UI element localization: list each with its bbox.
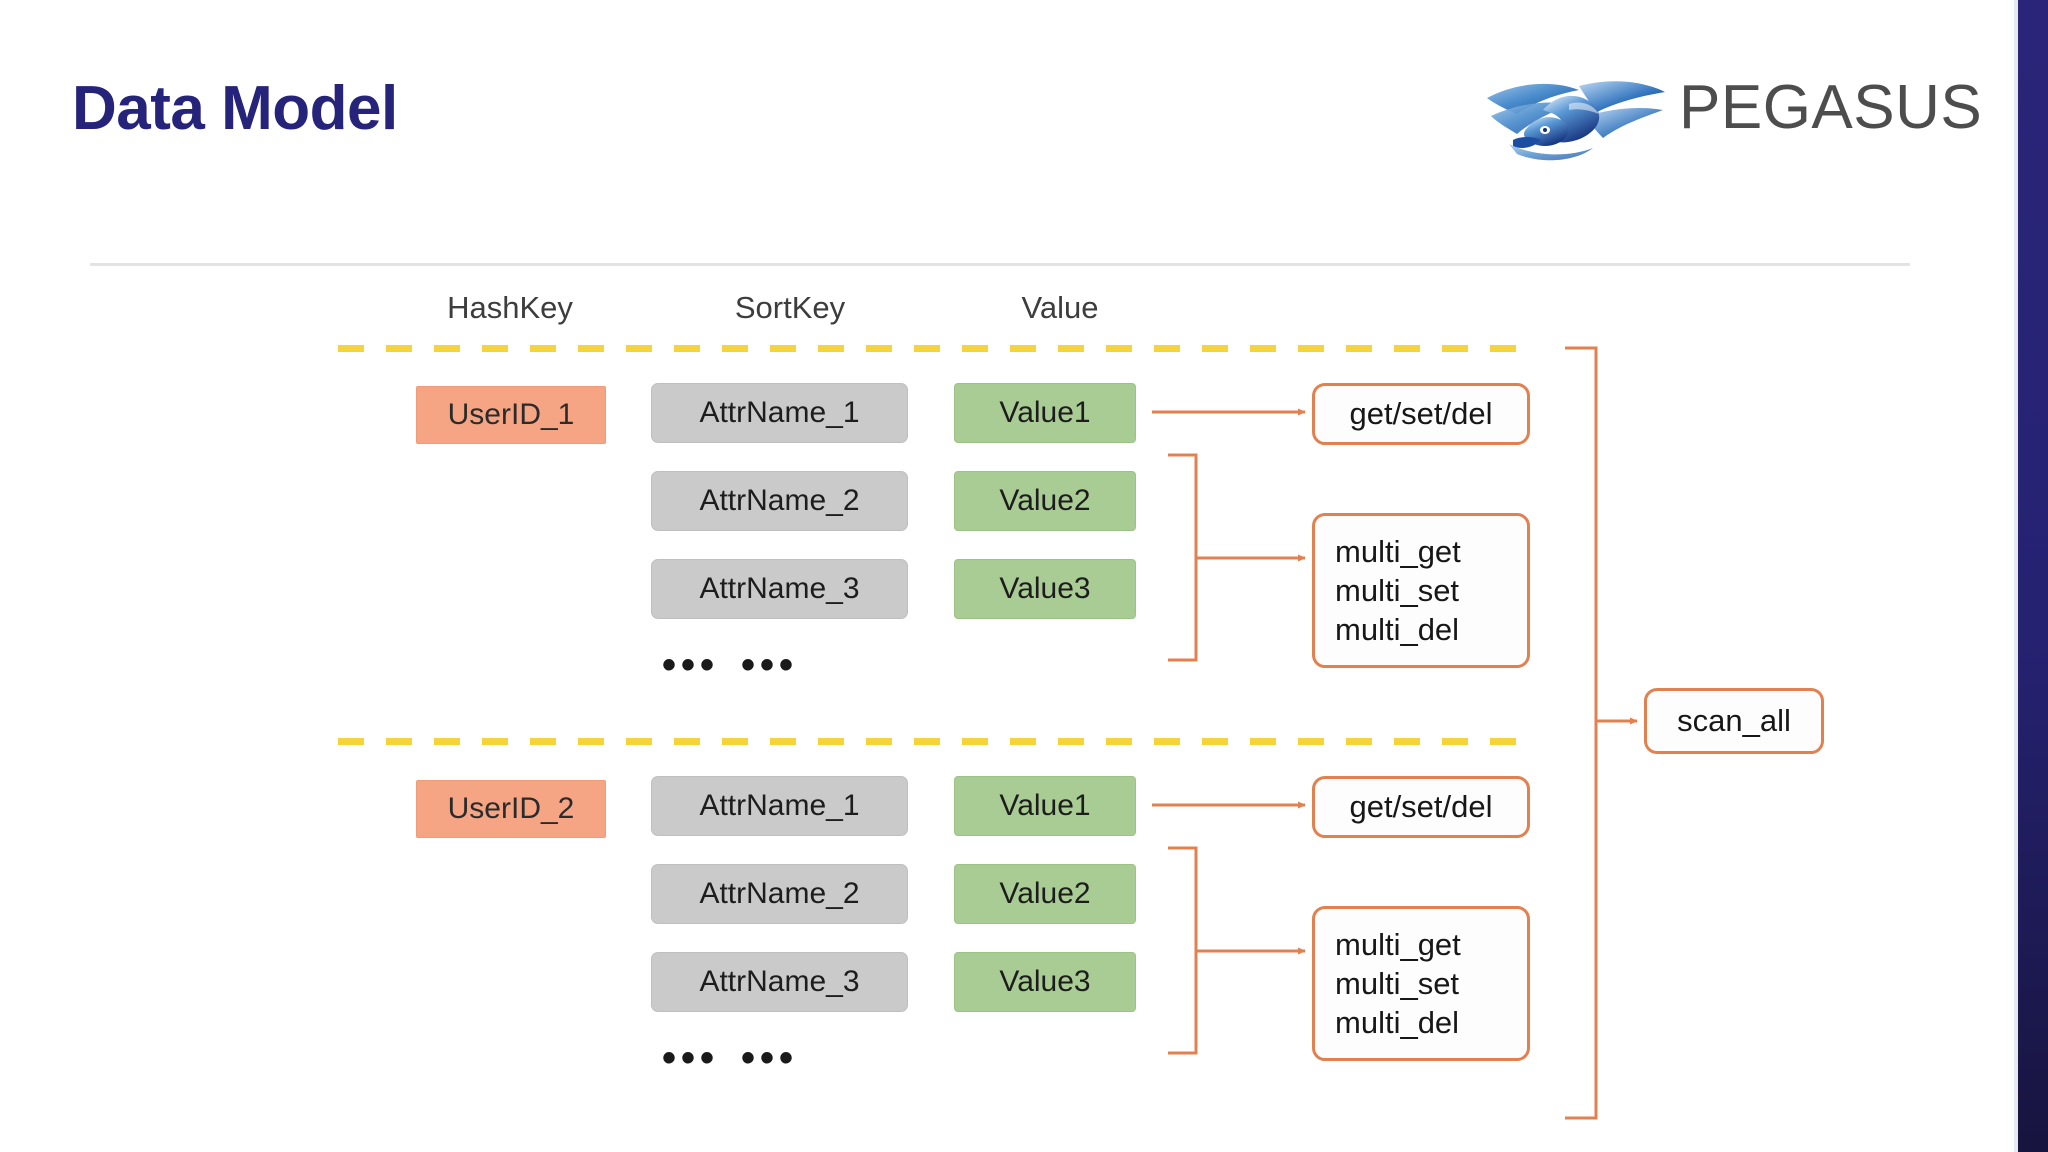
op-multi-box-2[interactable]: multi_get multi_set multi_del [1312,906,1530,1061]
op-multi-label-2-1: multi_get [1335,926,1461,962]
ellipsis-left-2: ••• [662,1036,720,1080]
brace-scan [1565,346,1598,1120]
brace-multi-1 [1168,453,1198,662]
op-multi-label-1-3: multi_del [1335,612,1460,648]
pegasus-logo-text: PEGASUS [1679,73,1983,142]
column-header-hashkey: HashKey [447,290,573,325]
sortkey-cell-1-3[interactable]: AttrName_3 [651,559,908,619]
op-multi-box-1[interactable]: multi_get multi_set multi_del [1312,513,1530,668]
hashkey-cell-2[interactable]: UserID_2 [416,780,606,838]
group-separator-middle [338,738,1528,745]
op-single-box-2[interactable]: get/set/del [1312,776,1530,838]
op-scan-label: scan_all [1677,703,1791,739]
sortkey-cell-1-2[interactable]: AttrName_2 [651,471,908,531]
ellipsis-row-2: ••• ••• [662,1038,798,1078]
sortkey-cell-2-1[interactable]: AttrName_1 [651,776,908,836]
op-single-label-2: get/set/del [1349,789,1493,825]
value-cell-1-1[interactable]: Value1 [954,383,1136,443]
value-cell-2-3[interactable]: Value3 [954,952,1136,1012]
value-cell-1-2[interactable]: Value2 [954,471,1136,531]
ellipsis-row-1: ••• ••• [662,645,798,685]
value-cell-2-2[interactable]: Value2 [954,864,1136,924]
op-single-box-1[interactable]: get/set/del [1312,383,1530,445]
op-single-label-1: get/set/del [1349,396,1493,432]
header-divider [90,263,1910,266]
brace-multi-2 [1168,846,1198,1055]
op-multi-label-2-2: multi_set [1335,965,1460,1001]
ellipsis-right-1: ••• [741,643,799,687]
column-header-value: Value [1021,290,1099,325]
value-cell-2-1[interactable]: Value1 [954,776,1136,836]
value-cell-1-3[interactable]: Value3 [954,559,1136,619]
group-separator-top [338,345,1528,352]
right-accent-bar [2018,0,2048,1152]
ellipsis-right-2: ••• [741,1036,799,1080]
column-header-sortkey: SortKey [734,290,846,325]
op-multi-label-1-2: multi_set [1335,572,1460,608]
op-multi-label-2-3: multi_del [1335,1005,1460,1041]
sortkey-cell-2-3[interactable]: AttrName_3 [651,952,908,1012]
right-bar-hairline [2014,0,2018,1152]
hashkey-cell-1[interactable]: UserID_1 [416,386,606,444]
pegasus-bird-icon [1487,81,1665,161]
sortkey-cell-2-2[interactable]: AttrName_2 [651,864,908,924]
op-scan-box[interactable]: scan_all [1644,688,1824,754]
op-multi-label-1-1: multi_get [1335,533,1461,569]
page-title: Data Model [72,74,398,143]
pegasus-logo: PEGASUS [1483,62,2003,170]
sortkey-cell-1-1[interactable]: AttrName_1 [651,383,908,443]
ellipsis-left-1: ••• [662,643,720,687]
